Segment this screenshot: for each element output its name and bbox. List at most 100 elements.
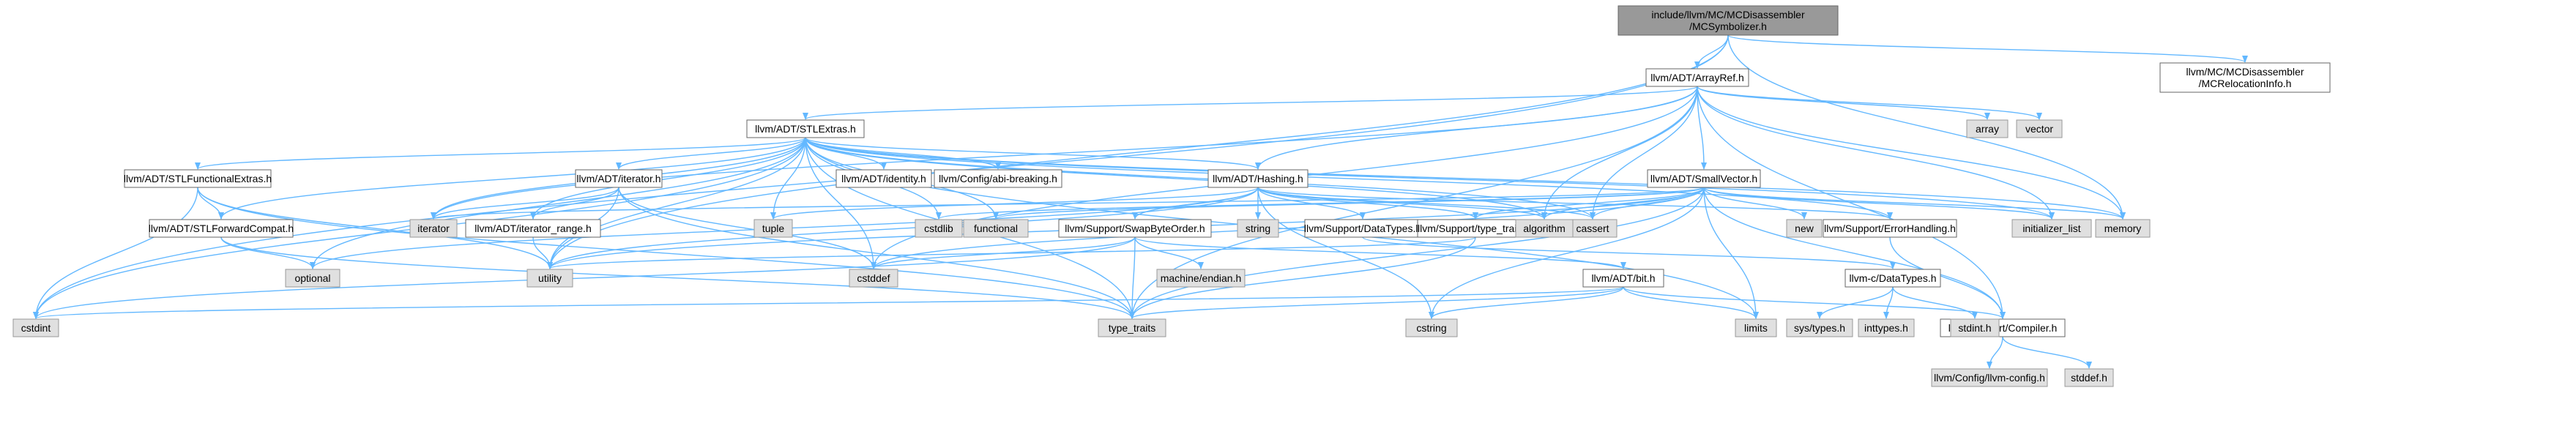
edge-stlfwd-to-typetraits (220, 236, 1135, 319)
node-identity-box (835, 169, 932, 188)
node-string-label: string (1246, 223, 1270, 234)
edge-smallvector-to-iterator (431, 187, 1705, 220)
edge-arrayref-to-array (1697, 86, 1990, 120)
edge-iteratorh-to-cstddef (618, 187, 876, 269)
edge-stlextras-to-iteratorh (616, 137, 806, 170)
edge-swapbyte-to-typetraits (1129, 236, 1136, 319)
node-iteratorh[interactable]: llvm/ADT/iterator.h (575, 169, 663, 188)
edge-swapbyte-to-machineendian (1134, 236, 1204, 269)
dependency-edges (33, 34, 2248, 369)
node-cassert-label: cassert (1576, 223, 1609, 234)
node-abibreaking[interactable]: llvm/Config/abi-breaking.h (934, 169, 1062, 188)
node-new: new (1786, 219, 1823, 238)
node-stdinth-box (1950, 318, 2000, 337)
node-smallvector[interactable]: llvm/ADT/SmallVector.h (1647, 169, 1761, 188)
node-stlfwd-label: llvm/ADT/STLForwardCompat.h (149, 223, 294, 234)
node-inttypes-box (1858, 318, 1915, 337)
node-stddefh-label: stddef.h (2071, 372, 2107, 384)
node-llvmconfig-box (1931, 368, 2048, 387)
node-typetraits-box (1098, 318, 1166, 337)
dependency-nodes: include/llvm/MC/MCDisassembler/MCSymboli… (12, 5, 2331, 387)
node-identity[interactable]: llvm/ADT/identity.h (835, 169, 932, 188)
node-smallvector-label: llvm/ADT/SmallVector.h (1650, 173, 1757, 184)
node-supdatatypes[interactable]: llvm/Support/DataTypes.h (1304, 219, 1421, 238)
node-stlfunc[interactable]: llvm/ADT/STLFunctionalExtras.h (124, 169, 272, 188)
edge-stlextras-to-optional (310, 137, 806, 269)
node-arrayref[interactable]: llvm/ADT/ArrayRef.h (1645, 68, 1749, 87)
node-bith[interactable]: llvm/ADT/bit.h (1582, 269, 1664, 288)
edge-arrayref-to-smallvector (1697, 86, 1707, 170)
node-swapbyte[interactable]: llvm/Support/SwapByteOrder.h (1058, 219, 1212, 238)
node-typetraitsh[interactable]: llvm/Support/type_traits.h (1417, 219, 1534, 238)
edge-bith-to-limits (1623, 286, 1759, 319)
node-limits: limits (1735, 318, 1777, 337)
node-string: string (1237, 219, 1279, 238)
edge-smallvector-to-cstddef (871, 187, 1705, 269)
node-machineendian: machine/endian.h (1156, 269, 1246, 288)
node-mcreloc-label: llvm/MC/MCDisassembler (2186, 66, 2304, 78)
node-cstring: cstring (1405, 318, 1458, 337)
node-tuple-label: tuple (762, 223, 785, 234)
edge-arrayref-to-stlextras (803, 86, 1698, 120)
node-hashing[interactable]: llvm/ADT/Hashing.h (1207, 169, 1309, 188)
node-mcreloc[interactable]: llvm/MC/MCDisassembler/MCRelocationInfo.… (2159, 62, 2331, 93)
node-tuple-box (753, 219, 793, 238)
node-root-label: include/llvm/MC/MCDisassembler (1651, 9, 1805, 20)
node-iterrange-box (465, 219, 601, 238)
node-typetraits-label: type_traits (1109, 322, 1156, 334)
node-identity-label: llvm/ADT/identity.h (841, 173, 926, 184)
edge-root-to-mcreloc (1727, 34, 2248, 63)
edge-arrayref-to-vector (1697, 86, 2042, 120)
node-systypes-box (1786, 318, 1853, 337)
edge-compiler-to-stddefh (2002, 336, 2092, 369)
edge-smallvector-to-cstring (1429, 187, 1705, 319)
node-root-box (1618, 5, 1839, 36)
node-initlist-label: initializer_list (2022, 223, 2080, 234)
edge-smallvector-to-memory (1703, 187, 2126, 220)
edge-stlfunc-to-typetraits (197, 187, 1135, 319)
node-new-label: new (1795, 223, 1814, 234)
edge-swapbyte-to-cstdint (33, 236, 1136, 319)
edge-hashing-to-cstring (1257, 187, 1434, 319)
node-llvmconfig-label: llvm/Config/llvm-config.h (1934, 372, 2045, 384)
node-stlextras-box (746, 119, 865, 138)
node-errorhandling[interactable]: llvm/Support/ErrorHandling.h (1823, 219, 1957, 238)
node-stddefh: stddef.h (2064, 368, 2114, 387)
node-cdatatypes-label: llvm-c/DataTypes.h (1849, 272, 1936, 284)
node-bith-label: llvm/ADT/bit.h (1591, 272, 1655, 284)
node-inttypes-label: inttypes.h (1864, 322, 1908, 334)
node-stlextras[interactable]: llvm/ADT/STLExtras.h (746, 119, 865, 138)
edge-arrayref-to-iterator (431, 86, 1698, 220)
node-initlist: initializer_list (2011, 219, 2092, 238)
node-machineendian-label: machine/endian.h (1161, 272, 1242, 284)
node-cstddef-label: cstddef (857, 272, 890, 284)
node-errorhandling-label: llvm/Support/ErrorHandling.h (1824, 223, 1956, 234)
node-memory-label: memory (2104, 223, 2142, 234)
edge-smallvector-to-compiler (1703, 187, 2006, 319)
node-tuple: tuple (753, 219, 793, 238)
node-cstring-box (1405, 318, 1458, 337)
edge-stlextras-to-tuple (770, 137, 806, 220)
edge-iteratorh-to-iterrange (530, 187, 619, 220)
node-limits-box (1735, 318, 1777, 337)
node-functional-label: functional (974, 223, 1018, 234)
node-cstddef: cstddef (849, 269, 898, 288)
node-typetraits: type_traits (1098, 318, 1166, 337)
edge-smallvector-to-cassert (1590, 187, 1705, 220)
node-mcreloc-label: /MCRelocationInfo.h (2199, 78, 2292, 89)
node-root[interactable]: include/llvm/MC/MCDisassembler/MCSymboli… (1618, 5, 1839, 36)
node-cdatatypes[interactable]: llvm-c/DataTypes.h (1844, 269, 1941, 288)
edge-stlextras-to-algorithm (805, 137, 1547, 220)
node-stlfwd[interactable]: llvm/ADT/STLForwardCompat.h (149, 219, 294, 238)
node-cstdint-label: cstdint (21, 322, 51, 334)
node-typetraitsh-box (1417, 219, 1534, 238)
node-optional: optional (285, 269, 340, 288)
edge-arrayref-to-compiler (1697, 86, 2006, 319)
edge-stlextras-to-memory (805, 137, 2126, 220)
node-iterrange[interactable]: llvm/ADT/iterator_range.h (465, 219, 601, 238)
node-abibreaking-box (934, 169, 1062, 188)
node-mcreloc-box (2159, 62, 2331, 93)
node-systypes-label: sys/types.h (1794, 322, 1845, 334)
edge-stlextras-to-iterrange (530, 137, 806, 220)
node-cstddef-box (849, 269, 898, 288)
